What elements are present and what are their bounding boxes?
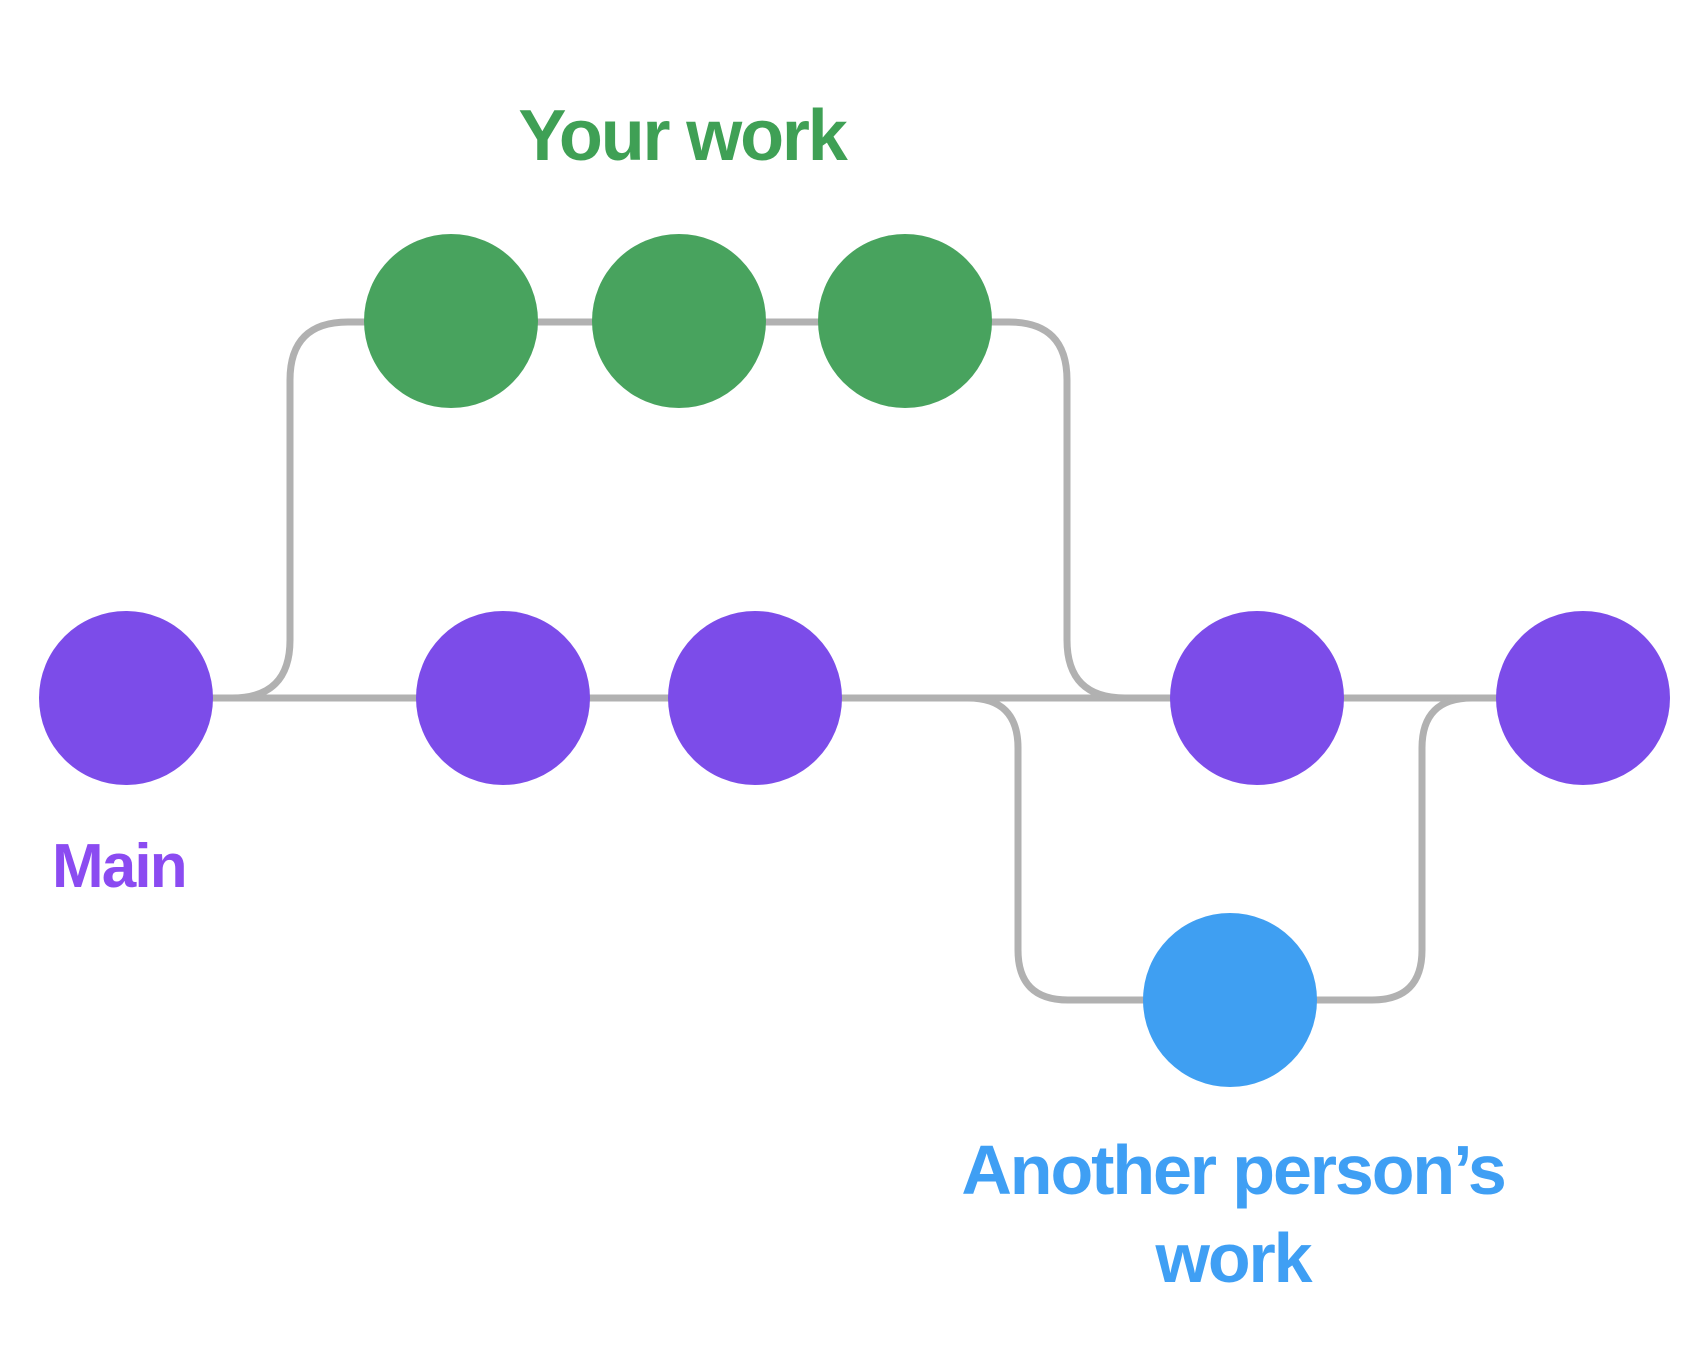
connector-layer: [122, 318, 1587, 1004]
main-commit-2: [416, 611, 590, 785]
your_work-commit-1: [364, 234, 538, 408]
other-branch-label-line2: work: [1155, 1219, 1313, 1297]
main-branch-label: Main: [52, 832, 188, 901]
commit-layer: [39, 234, 1670, 1087]
main-commit-1: [39, 611, 213, 785]
other-branch-label-line1: Another person’s: [961, 1131, 1506, 1209]
main-commit-3: [668, 611, 842, 785]
main-commit-4: [1170, 611, 1344, 785]
main-commit-5: [1496, 611, 1670, 785]
other-branch-label: Another person’s work: [961, 1126, 1506, 1302]
your_work-commit-3: [818, 234, 992, 408]
your-work-branch-label: Your work: [518, 96, 847, 176]
your_work-commit-2: [592, 234, 766, 408]
other-commit-1: [1143, 913, 1317, 1087]
